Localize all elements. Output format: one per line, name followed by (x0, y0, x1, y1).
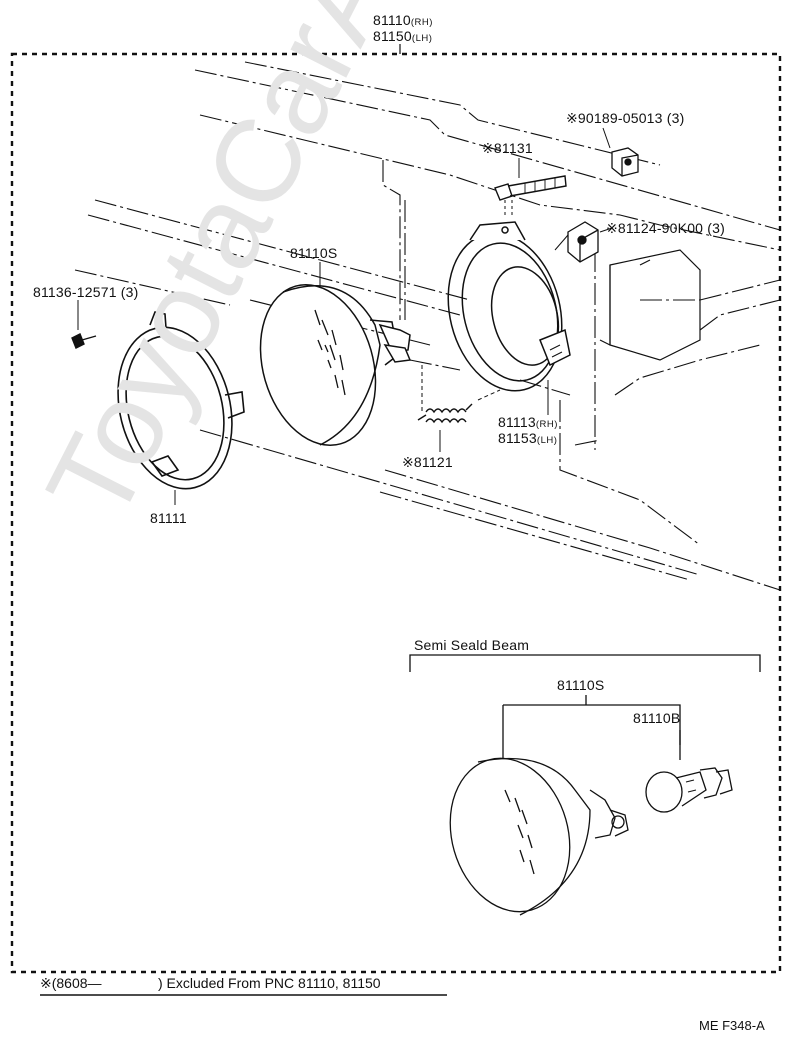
label-retaining-ring: 81111 (150, 510, 187, 526)
top-rh-suffix: (RH) (410, 17, 433, 28)
label-semi-headlamp: 81110S (557, 677, 605, 693)
label-semi-bulb: 81110B (633, 710, 681, 726)
housing-rh-number: 81113 (498, 414, 536, 430)
top-rh-number: 81110 (373, 12, 411, 28)
footer-code: ME F348-A (699, 1018, 765, 1033)
nut-81124 (567, 221, 613, 263)
label-screw: 81136-12571 (3) (33, 284, 139, 300)
label-nut: ※81124-90K00 (3) (606, 220, 725, 236)
top-lh-number: 81150 (373, 28, 412, 44)
housing-lh-suffix: (LH) (536, 435, 558, 446)
housing-81113 (447, 221, 571, 392)
label-top-lh: 81150(LH) (373, 28, 432, 44)
bolt-81131 (494, 175, 567, 218)
headlamp-81110S (259, 283, 412, 447)
semi-sealed-inset (409, 654, 761, 916)
label-headlamp: 81110S (290, 245, 338, 261)
footer-note-suffix: ) Excluded From PNC 81110, 81150 (158, 975, 381, 991)
leader-lines (319, 127, 611, 452)
spring-81121 (417, 365, 501, 424)
housing-lh-number: 81153 (498, 430, 537, 446)
label-bolt: ※81131 (482, 140, 533, 156)
label-semi-title: Semi Seald Beam (414, 637, 530, 653)
label-top-rh: 81110(RH) (373, 12, 433, 28)
label-clip: ※90189-05013 (3) (566, 110, 685, 126)
top-lh-suffix: (LH) (411, 33, 433, 44)
screw-81136 (71, 300, 97, 349)
assembly-frame (10, 52, 782, 974)
footer-note-prefix: ※(8608— (40, 975, 102, 991)
housing-rh-suffix: (RH) (535, 419, 558, 430)
clip-90189 (611, 147, 639, 177)
retaining-ring-81111 (117, 311, 245, 505)
body-outline (74, 61, 781, 591)
label-housing-lh: 81153(LH) (498, 430, 557, 446)
body-block (599, 249, 701, 361)
label-housing-rh: 81113(RH) (498, 414, 558, 430)
label-spring: ※81121 (402, 454, 453, 470)
